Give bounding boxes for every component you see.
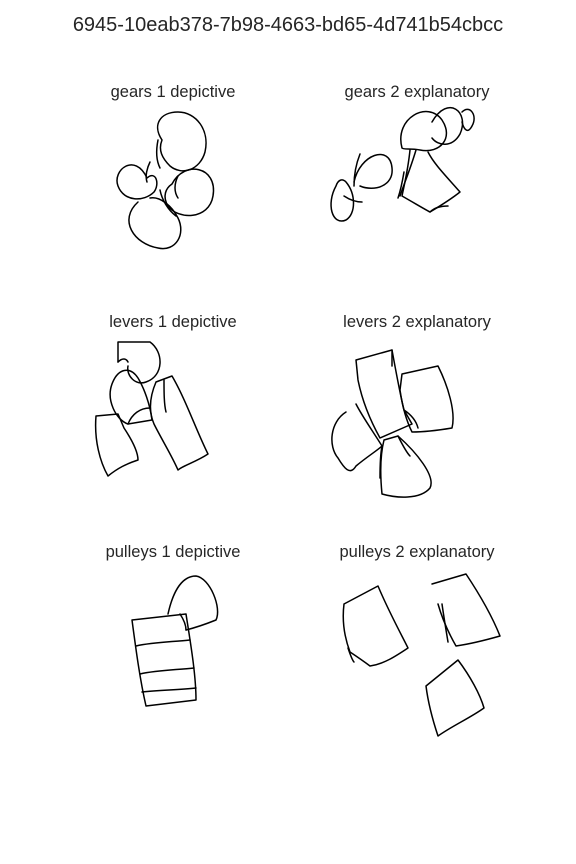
sketch-gears-2 bbox=[330, 107, 475, 222]
panel-title-pulleys-1: pulleys 1 depictive bbox=[105, 543, 241, 561]
panel-title-pulleys-2: pulleys 2 explanatory bbox=[339, 543, 495, 561]
panel-title-levers-1: levers 1 depictive bbox=[109, 313, 237, 331]
panel-title-levers-2: levers 2 explanatory bbox=[343, 313, 491, 331]
sketch-levers-1 bbox=[94, 341, 209, 477]
sketch-pulleys-2 bbox=[342, 573, 501, 737]
sketch-pulleys-1 bbox=[131, 575, 219, 707]
sketch-levers-2 bbox=[331, 349, 454, 498]
page-title: 6945-10eab378-7b98-4663-bd65-4d741b54cbc… bbox=[72, 14, 504, 36]
panel-title-gears-2: gears 2 explanatory bbox=[344, 83, 490, 101]
sketch-gears-1 bbox=[116, 111, 215, 250]
panel-title-gears-1: gears 1 depictive bbox=[110, 83, 236, 101]
